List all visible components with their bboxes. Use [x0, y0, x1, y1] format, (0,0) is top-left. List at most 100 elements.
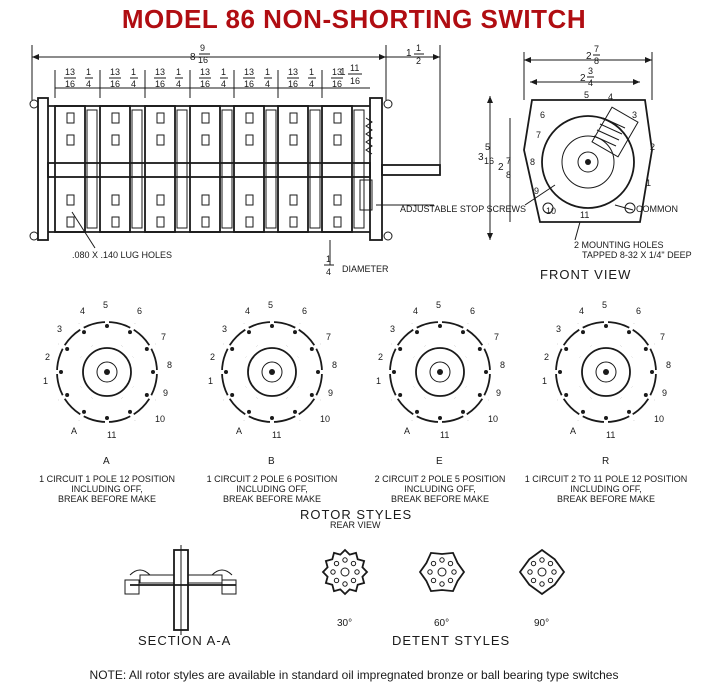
- rotor-desc-line: BREAK BEFORE MAKE: [58, 494, 156, 504]
- rotor-number-1: 1: [43, 376, 48, 386]
- spacer-dim-den: 4: [86, 79, 91, 89]
- rotor-number-10: 10: [320, 414, 330, 424]
- detent-angle-label: 90°: [534, 618, 549, 629]
- rotor-number-11: 11: [107, 430, 116, 440]
- stop-screws-label: ADJUSTABLE STOP SCREWS: [400, 204, 526, 214]
- end-dim-den: 16: [350, 76, 360, 86]
- rotor-number-3: 3: [556, 324, 561, 334]
- fv-height2-den: 8: [506, 170, 511, 180]
- lug-holes-label: .080 X .140 LUG HOLES: [72, 250, 172, 260]
- rotor-number-11: 11: [272, 430, 281, 440]
- fv-width-whole: 2: [586, 51, 592, 62]
- rotor-number-11: 11: [440, 430, 449, 440]
- rotor-letter: E: [436, 456, 443, 467]
- rotor-number-9: 9: [662, 388, 667, 398]
- section-label: SECTION A-A: [138, 633, 231, 648]
- fv-height2-num: 7: [506, 156, 511, 166]
- detent-30°: 30°: [321, 548, 369, 629]
- rotor-desc-line: INCLUDING OFF,: [570, 484, 642, 494]
- rotor-hub: [581, 347, 631, 397]
- rotor-number-1: 1: [542, 376, 547, 386]
- rotor-number-4: 4: [579, 306, 584, 316]
- overall-den: 16: [198, 55, 208, 65]
- deck-dim-num: 13: [244, 67, 254, 77]
- diameter-label: DIAMETER: [342, 264, 389, 274]
- deck-dim-den: 16: [332, 79, 342, 89]
- rotor-number-4: 4: [80, 306, 85, 316]
- rotor-number-2: 2: [210, 352, 215, 362]
- rotor-number-9: 9: [328, 388, 333, 398]
- rotor-desc-line: BREAK BEFORE MAKE: [557, 494, 655, 504]
- shaft-den: 2: [416, 56, 421, 66]
- spacer-dim-den: 4: [221, 79, 226, 89]
- spacer-dim-num: 1: [265, 67, 270, 77]
- rotor-number-7: 7: [660, 332, 665, 342]
- rotor-number-1: 1: [208, 376, 213, 386]
- rotor-desc-line: INCLUDING OFF,: [404, 484, 476, 494]
- spacer-dim-den: 4: [176, 79, 181, 89]
- section-marker: A: [570, 426, 576, 436]
- tapped-label: TAPPED 8-32 X 1/4" DEEP: [582, 250, 692, 260]
- rotor-letter: R: [602, 456, 609, 467]
- deck: [144, 105, 176, 233]
- diameter-num: 1: [326, 254, 331, 264]
- rotor-desc-line: BREAK BEFORE MAKE: [391, 494, 489, 504]
- fv-inner-num: 3: [588, 66, 593, 76]
- end-dim-whole: 1: [340, 67, 346, 78]
- common-label: COMMON: [636, 204, 678, 214]
- rotor-number-10: 10: [155, 414, 165, 424]
- rotor-letter: B: [268, 456, 275, 467]
- rotor-hub: [82, 347, 132, 397]
- fv-height-whole: 3: [478, 152, 484, 163]
- deck-dim-den: 16: [155, 79, 165, 89]
- spacer-dim-num: 1: [131, 67, 136, 77]
- rotor-letter: A: [103, 456, 110, 467]
- rotor-number-10: 10: [654, 414, 664, 424]
- overall-whole: 8: [190, 52, 196, 63]
- rotor-number-11: 11: [606, 430, 615, 440]
- page-title: MODEL 86 NON-SHORTING SWITCH: [121, 4, 587, 34]
- fv-position-7: 7: [536, 130, 541, 140]
- rotor-number-9: 9: [496, 388, 501, 398]
- section-marker: A: [404, 426, 410, 436]
- rotor-styles-subtitle: REAR VIEW: [330, 520, 381, 530]
- fv-width-den: 8: [594, 56, 599, 66]
- deck-dim-den: 16: [65, 79, 75, 89]
- rotor-number-2: 2: [544, 352, 549, 362]
- rotor-number-1: 1: [376, 376, 381, 386]
- diameter-den: 4: [326, 267, 331, 277]
- deck: [277, 105, 309, 233]
- fv-position-1: 1: [646, 178, 651, 188]
- detent-wheel: [418, 551, 466, 593]
- fv-width-num: 7: [594, 44, 599, 54]
- deck-dim-den: 16: [288, 79, 298, 89]
- rotor-number-6: 6: [470, 306, 475, 316]
- fv-position-9: 9: [534, 186, 539, 196]
- detent-90°: 90°: [518, 548, 566, 629]
- rotor-desc-line: INCLUDING OFF,: [236, 484, 308, 494]
- rotor-number-7: 7: [326, 332, 331, 342]
- rotor-hub: [247, 347, 297, 397]
- fv-height2-whole: 2: [498, 162, 504, 173]
- fv-position-8: 8: [530, 157, 535, 167]
- shaft-whole: 1: [406, 48, 412, 59]
- fv-position-6: 6: [540, 110, 545, 120]
- rotor-number-4: 4: [245, 306, 250, 316]
- deck: [233, 105, 265, 233]
- detent-60°: 60°: [418, 551, 466, 629]
- deck-dim-den: 16: [110, 79, 120, 89]
- side-view: 8 9 16 1 1 2 131614131614131614131614131…: [29, 43, 556, 277]
- rotor-styles-title: ROTOR STYLES: [300, 507, 412, 522]
- rotor-desc-line: 1 CIRCUIT 2 TO 11 POLE 12 POSITION: [525, 474, 687, 484]
- deck-dim-num: 13: [65, 67, 75, 77]
- deck-dim-num: 13: [200, 67, 210, 77]
- detent-wheel: [518, 548, 566, 596]
- fv-height-den: 16: [484, 156, 494, 166]
- rotor-number-6: 6: [137, 306, 142, 316]
- section-a-a: SECTION A-A: [124, 545, 237, 648]
